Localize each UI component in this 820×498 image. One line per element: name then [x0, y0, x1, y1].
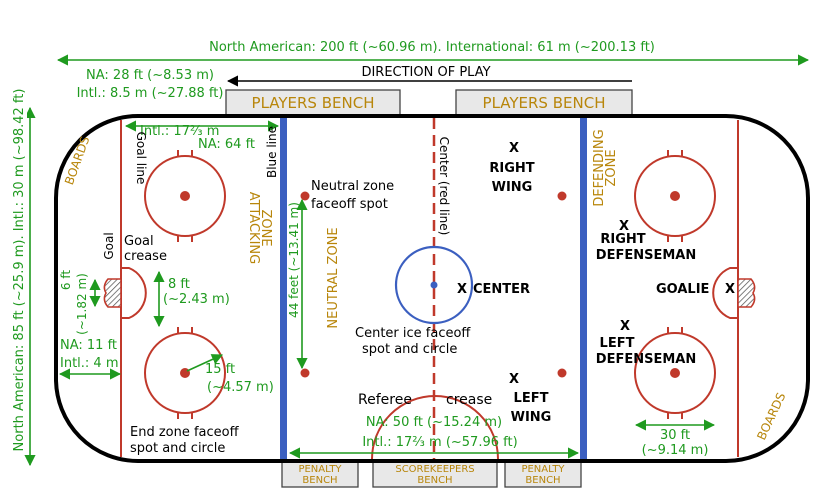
- goal-width-m-label: (~1.82 m): [75, 273, 89, 335]
- left-wing-label-2: WING: [511, 410, 552, 425]
- penalty-bench-left-label-1: PENALTY: [298, 464, 342, 475]
- spot-spacing-m-label: (~9.14 m): [642, 443, 709, 458]
- crease-label: crease: [446, 392, 492, 408]
- right-wing-marker: X: [509, 141, 519, 156]
- goalie-marker: X: [725, 282, 735, 297]
- na-boards-goal-label: NA: 11 ft: [60, 338, 117, 353]
- left-wing-marker: X: [509, 372, 519, 387]
- goal-net-left: [103, 278, 122, 308]
- intl-blue-distance-label: Intl.: 17⅔ m: [140, 124, 219, 139]
- right-wing-label-1: RIGHT: [489, 161, 534, 176]
- circle-radius-arrow: [186, 354, 224, 372]
- blue-line-right: [580, 118, 587, 459]
- crease-depth-ft-label: 8 ft: [168, 277, 190, 292]
- blue-line-label: Blue line: [265, 126, 279, 178]
- right-defenseman-label-1: RIGHT: [600, 232, 645, 247]
- neutral-spot-left-bottom: [300, 368, 310, 378]
- length-dimension-label: North American: 200 ft (~60.96 m). Inter…: [209, 40, 655, 55]
- goalie-label: GOALIE: [656, 282, 709, 297]
- penalty-bench-right-label-2: BENCH: [525, 475, 560, 486]
- direction-of-play-label: DIRECTION OF PLAY: [361, 65, 490, 80]
- goal-line-label: Goal line: [134, 132, 148, 185]
- end-zone-faceoff-label-2: spot and circle: [130, 441, 225, 456]
- faceoff-spot-right-bottom: [670, 368, 680, 378]
- faceoff-circle-left-top: [144, 155, 226, 237]
- center-ice-label-2: spot and circle: [362, 342, 457, 357]
- left-defenseman-label-2: DEFENSEMAN: [596, 352, 696, 367]
- faceoff-circle-right-top: [634, 155, 716, 237]
- defending-zone-label-2: ZONE: [604, 149, 619, 186]
- goal-width-ft-label: 6 ft: [59, 270, 73, 290]
- neutral-spots-distance-label: 44 feet (~13.41 m): [287, 202, 301, 318]
- right-defenseman-marker: X: [619, 219, 629, 234]
- intl-boards-goal-label: Intl.: 4 m: [60, 356, 119, 371]
- end-zone-faceoff-label-1: End zone faceoff: [130, 425, 240, 440]
- rink-boards: [54, 114, 810, 463]
- center-line-label: Center (red line): [437, 137, 451, 236]
- scorekeepers-bench-label-2: BENCH: [417, 475, 452, 486]
- intl-neutral-length-label: Intl.: 17⅔ m (~57.96 ft): [362, 435, 517, 450]
- center-marker: X: [457, 282, 467, 297]
- faceoff-circle-left-bottom: [144, 332, 226, 414]
- left-wing-label-1: LEFT: [514, 391, 549, 406]
- goal-crease-label-2: crease: [124, 249, 167, 264]
- goal-crease-right: [712, 267, 738, 319]
- goal-crease-left: [121, 267, 147, 319]
- neutral-faceoff-label-1: Neutral zone: [311, 179, 394, 194]
- penalty-bench-left-label-2: BENCH: [302, 475, 337, 486]
- players-bench-left: [225, 89, 401, 116]
- penalty-bench-right-label-1: PENALTY: [521, 464, 565, 475]
- referee-crease: [371, 395, 499, 460]
- width-dimension-label: North American: 85 ft (~25.9 m). Intl.: …: [12, 89, 27, 452]
- scorekeepers-bench-label-1: SCOREKEEPERS: [395, 464, 474, 475]
- circle-radius-ft-label: 15 ft: [205, 362, 235, 377]
- attacking-zone-label-1: ATTACKING: [246, 192, 261, 264]
- circle-radius-m-label: (~4.57 m): [207, 380, 274, 395]
- faceoff-spot-left-top: [180, 191, 190, 201]
- corner-radius-intl-label: Intl.: 8.5 m (~27.88 ft): [77, 86, 224, 101]
- goal-crease-label-1: Goal: [124, 234, 154, 249]
- goal-label: Goal: [102, 232, 116, 259]
- center-ice-label-1: Center ice faceoff: [355, 326, 471, 341]
- neutral-spot-right-bottom: [557, 368, 567, 378]
- players-bench-right-label: PLAYERS BENCH: [483, 94, 606, 112]
- right-wing-label-2: WING: [492, 180, 533, 195]
- penalty-bench-left: [281, 460, 359, 488]
- blue-line-left: [280, 118, 287, 459]
- center-label: CENTER: [473, 282, 530, 297]
- players-bench-left-label: PLAYERS BENCH: [252, 94, 375, 112]
- neutral-spot-right-top: [557, 191, 567, 201]
- crease-depth-m-label: (~2.43 m): [163, 292, 230, 307]
- attacking-zone-label-2: ZONE: [258, 209, 273, 246]
- defending-zone-label-1: DEFENDING: [592, 129, 607, 206]
- referee-label: Referee: [358, 392, 412, 408]
- faceoff-circle-right-bottom: [634, 332, 716, 414]
- right-defenseman-label-2: DEFENSEMAN: [596, 248, 696, 263]
- penalty-bench-right: [504, 460, 582, 488]
- neutral-zone-label: NEUTRAL ZONE: [326, 227, 341, 328]
- left-defenseman-label-1: LEFT: [600, 336, 635, 351]
- corner-radius-na-label: NA: 28 ft (~8.53 m): [86, 68, 214, 83]
- goal-net-right: [737, 278, 756, 308]
- center-ice-spot: [430, 281, 438, 289]
- neutral-faceoff-label-2: faceoff spot: [311, 197, 388, 212]
- players-bench-right: [455, 89, 633, 116]
- neutral-spot-left-top: [300, 191, 310, 201]
- faceoff-spot-right-top: [670, 191, 680, 201]
- left-defenseman-marker: X: [620, 319, 630, 334]
- center-ice-circle: [394, 245, 474, 325]
- na-neutral-length-label: NA: 50 ft (~15.24 m): [366, 415, 502, 430]
- na-blue-distance-label: NA: 64 ft: [198, 137, 255, 152]
- spot-spacing-ft-label: 30 ft: [660, 428, 690, 443]
